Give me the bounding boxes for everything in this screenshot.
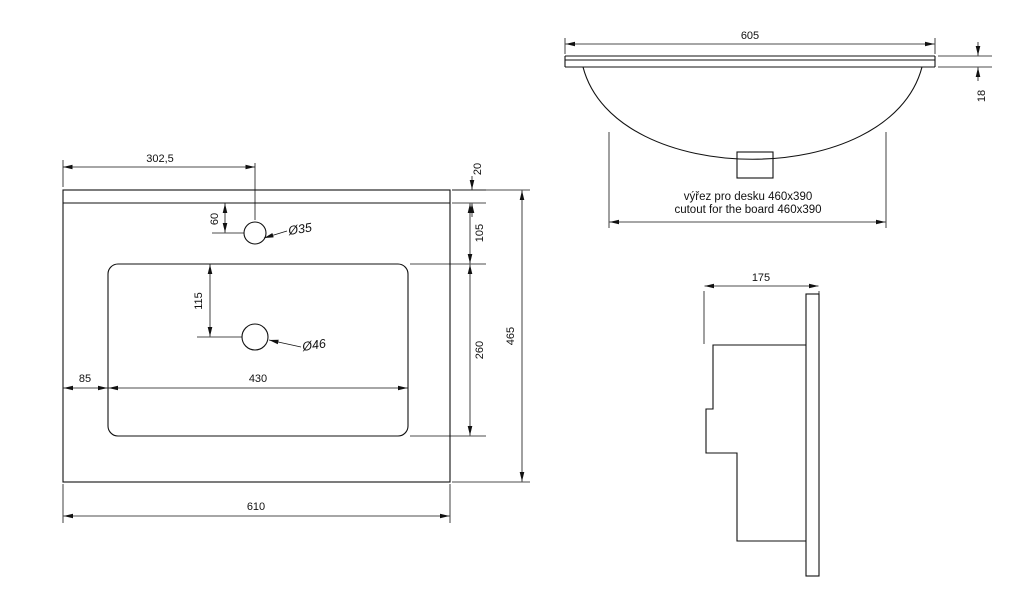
dim-label-dia46: Ø46 bbox=[300, 336, 327, 354]
dim-total-height: 465 bbox=[452, 189, 530, 483]
dim-label-430: 430 bbox=[249, 373, 267, 385]
dim-label-60: 60 bbox=[209, 213, 221, 225]
dim-label-105: 105 bbox=[474, 224, 486, 242]
plan-view-outline bbox=[62, 189, 451, 483]
dim-total-width: 610 bbox=[62, 484, 451, 523]
dim-top-to-basin: 105 bbox=[467, 203, 486, 264]
cutout-note-en: cutout for the board 460x390 bbox=[674, 204, 821, 216]
basin-outer-edge bbox=[62, 189, 451, 483]
dim-label-260: 260 bbox=[474, 341, 486, 359]
dim-front-thickness: 18 bbox=[938, 42, 992, 102]
dim-label-dia35: Ø35 bbox=[286, 220, 313, 238]
cutout-note-cz: výřez pro desku 460x390 bbox=[684, 191, 813, 203]
dim-front-width: 605 bbox=[564, 30, 936, 54]
dim-width-to-tap: 302,5 bbox=[62, 153, 256, 220]
dim-basin-depth: 260 bbox=[410, 263, 486, 437]
dim-basin-width: 430 bbox=[108, 373, 408, 391]
bowl-curve bbox=[582, 66, 923, 160]
dim-label-18: 18 bbox=[976, 90, 988, 102]
tap-hole-callout: Ø35 bbox=[263, 220, 313, 239]
dim-label-610: 610 bbox=[247, 501, 265, 513]
side-view-outline bbox=[705, 293, 820, 577]
dim-cutout: výřez pro desku 460x390 cutout for the b… bbox=[608, 132, 887, 228]
dim-tap-offset: 60 bbox=[209, 203, 244, 234]
back-panel bbox=[805, 293, 820, 577]
dim-left-margin: 85 bbox=[63, 373, 108, 391]
dim-label-85: 85 bbox=[79, 373, 91, 385]
dim-label-465: 465 bbox=[505, 327, 517, 345]
drain-hole bbox=[241, 323, 269, 351]
front-view-outline bbox=[564, 55, 936, 179]
dim-label-20: 20 bbox=[472, 163, 484, 175]
dim-label-605: 605 bbox=[741, 30, 759, 42]
drain-outlet bbox=[736, 151, 774, 179]
dim-basin-to-drain: 115 bbox=[193, 264, 242, 338]
dim-label-302-5: 302,5 bbox=[146, 153, 174, 165]
drain-hole-callout: Ø46 bbox=[268, 336, 327, 354]
dim-label-175: 175 bbox=[752, 272, 770, 284]
tap-hole bbox=[243, 221, 267, 245]
basin-bowl-outline bbox=[107, 263, 409, 437]
dim-side-depth: 175 bbox=[703, 272, 820, 344]
side-profile bbox=[705, 344, 806, 542]
dim-label-115: 115 bbox=[193, 292, 205, 310]
